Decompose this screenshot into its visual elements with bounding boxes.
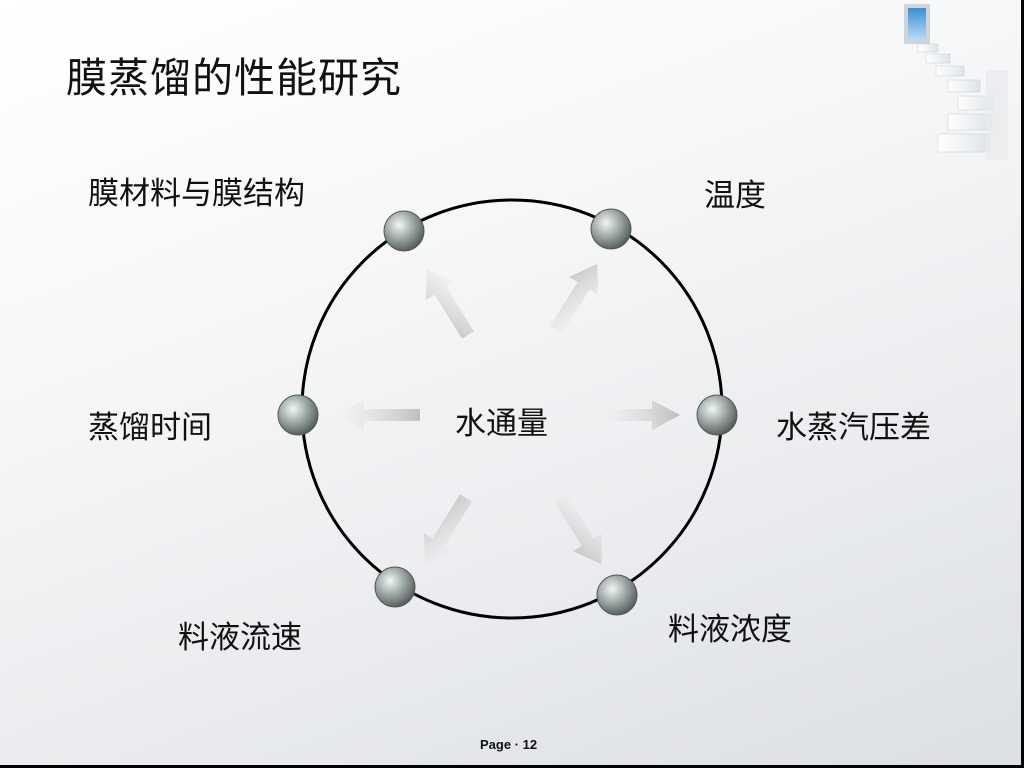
slide-border-bottom — [0, 765, 1024, 768]
arrow-to-membrane — [426, 268, 474, 339]
label-membrane: 膜材料与膜结构 — [88, 176, 305, 212]
slide-title: 膜蒸馏的性能研究 — [66, 54, 402, 102]
arrow-to-feed-velocity — [424, 494, 472, 565]
arrow-to-vapor-pressure — [600, 400, 680, 430]
center-label-water-flux: 水通量 — [455, 406, 548, 442]
arrow-to-distill-time — [336, 400, 420, 430]
slide-border-right — [1021, 0, 1024, 768]
node-feed-velocity — [374, 566, 416, 608]
node-distill-time — [277, 394, 319, 436]
node-vapor-pressure — [696, 394, 738, 436]
page-number: Page · 12 — [480, 737, 538, 752]
node-temperature — [590, 208, 632, 250]
label-feed-concentration: 料液浓度 — [668, 612, 792, 648]
label-distill-time: 蒸馏时间 — [88, 410, 212, 446]
arrow-to-feed-concentration — [554, 494, 602, 565]
node-feed-concentration — [596, 574, 638, 616]
label-temperature: 温度 — [704, 178, 766, 214]
arrow-to-temperature — [550, 263, 598, 334]
label-vapor-pressure: 水蒸汽压差 — [776, 410, 931, 446]
label-feed-velocity: 料液流速 — [178, 620, 302, 656]
staircase-decoration-icon — [904, 4, 1008, 160]
node-membrane — [383, 210, 425, 252]
